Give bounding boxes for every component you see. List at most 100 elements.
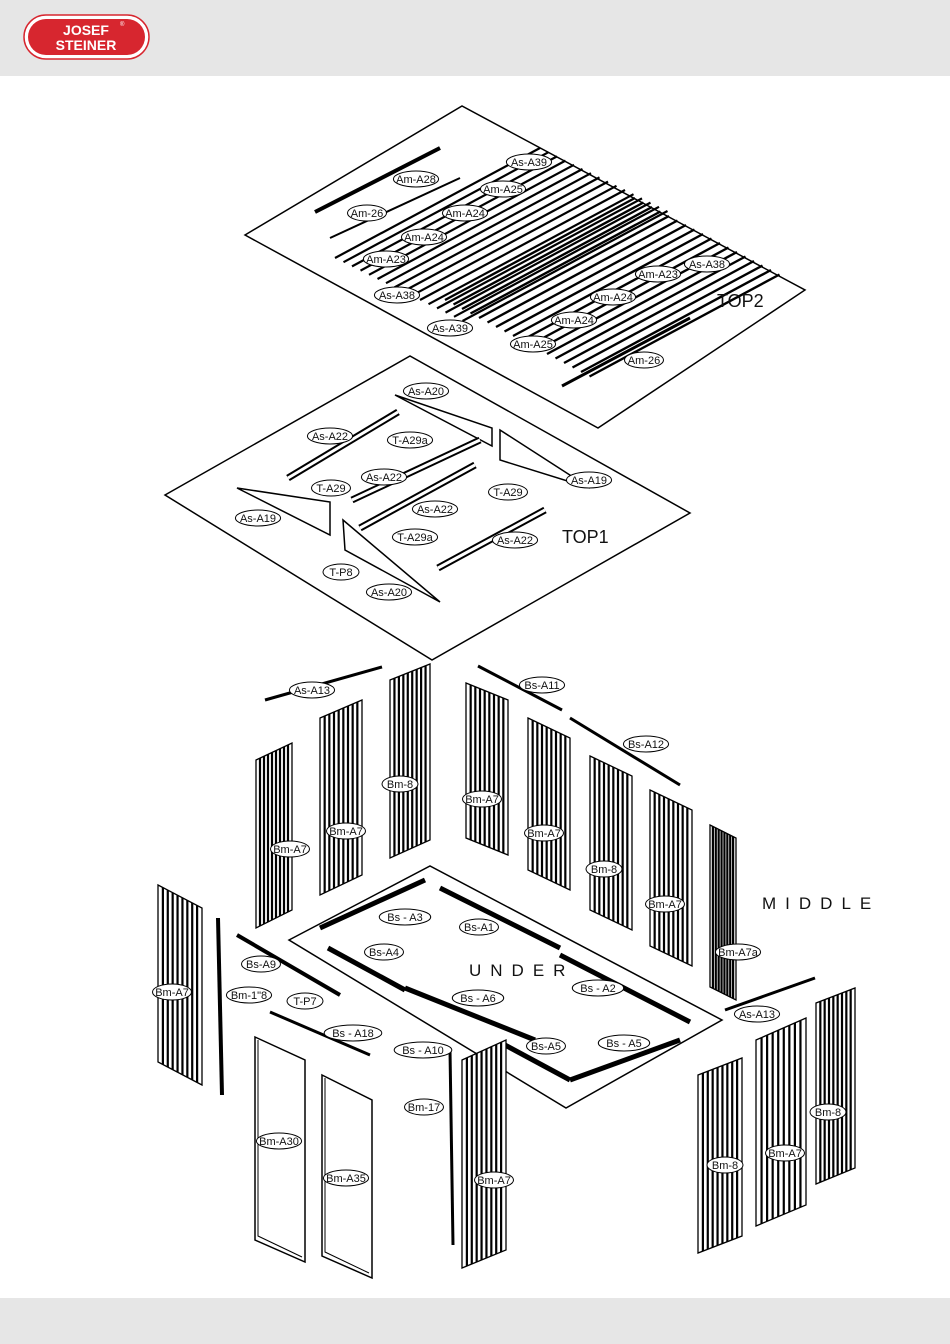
roof-slat-right xyxy=(580,268,772,374)
part-label-under: Bs - A18 xyxy=(323,1024,383,1042)
part-label-top2: Am-A23 xyxy=(634,265,682,283)
corner-post xyxy=(216,917,224,1096)
roof-slat-right xyxy=(571,264,764,369)
part-label-text: As-A20 xyxy=(408,386,444,398)
part-label-text: T-A29a xyxy=(392,435,428,447)
edge-bar xyxy=(329,177,461,239)
part-label-top2: Am-A24 xyxy=(550,311,598,329)
roof-slat-right xyxy=(512,232,704,338)
part-label-middle: Bm-8 xyxy=(381,775,419,793)
logo-reg: ® xyxy=(120,21,125,28)
part-label-text: Bm-A7 xyxy=(155,987,189,999)
part-label-under: Bs - A6 xyxy=(451,989,505,1007)
part-label-text: Bm-A7 xyxy=(329,826,363,838)
footer-bar xyxy=(0,1298,950,1344)
part-label-text: Am-A28 xyxy=(396,174,436,186)
wall-trim xyxy=(724,976,816,1012)
part-label-text: As-A38 xyxy=(689,259,725,271)
wall-panel xyxy=(527,716,571,892)
roof-slat-right xyxy=(469,210,662,315)
part-label-top1: T-A29a xyxy=(391,528,439,546)
part-label-text: T-A29 xyxy=(493,487,522,499)
part-label-text: Bm-17 xyxy=(408,1102,440,1114)
roof-slat-right xyxy=(486,219,679,324)
part-label-under: Bs - A10 xyxy=(393,1041,453,1059)
part-label-text: Am-A24 xyxy=(404,232,444,244)
part-label-text: As-A38 xyxy=(379,290,415,302)
part-label-middle: T-P7 xyxy=(286,992,324,1010)
part-label-text: Bm-A7 xyxy=(527,828,561,840)
part-label-text: Bs - A2 xyxy=(580,983,615,995)
part-label-text: T-P7 xyxy=(293,996,316,1008)
part-label-top1: As-A19 xyxy=(234,509,282,527)
part-label-text: T-A29a xyxy=(397,532,433,544)
part-label-top1: T-A29 xyxy=(311,479,351,497)
part-label-text: Bs - A5 xyxy=(606,1038,641,1050)
door-rail xyxy=(269,1010,371,1057)
part-label-text: As-A13 xyxy=(294,685,330,697)
part-label-text: As-A22 xyxy=(417,504,453,516)
roof-slat-left xyxy=(385,172,592,285)
ridge-bar xyxy=(314,146,441,214)
part-label-text: Bs - A6 xyxy=(460,993,495,1005)
roof-slat-left xyxy=(402,180,609,293)
part-label-top1: As-A22 xyxy=(411,500,459,518)
logo-line1: JOSEF xyxy=(63,22,109,38)
wall-panel xyxy=(465,682,509,856)
roof-slat-left xyxy=(393,176,601,289)
gable-top xyxy=(394,394,493,448)
part-label-middle: Bm-A30 xyxy=(255,1132,303,1150)
floor-rail xyxy=(326,945,407,993)
part-label-top2: Am-A24 xyxy=(589,288,637,306)
part-label-text: Am-A24 xyxy=(593,292,633,304)
part-label-under: Bs-A1 xyxy=(459,918,499,936)
roof-slat-right xyxy=(495,223,687,329)
part-label-top2: Am-A25 xyxy=(479,180,527,198)
top1-frame-parts xyxy=(236,394,591,603)
roof-slat-right xyxy=(563,259,755,365)
part-label-text: Am-A23 xyxy=(366,254,406,266)
part-label-under: Bs - A2 xyxy=(571,979,625,997)
part-label-top1: T-P8 xyxy=(322,563,360,581)
part-label-text: As-A22 xyxy=(312,431,348,443)
part-label-under: Bs-A5 xyxy=(526,1037,566,1055)
part-label-middle: Bm-A7 xyxy=(270,840,310,858)
part-label-middle: Bm-A7 xyxy=(326,822,366,840)
floor-rail xyxy=(318,877,427,931)
part-label-text: Bm-A7 xyxy=(477,1175,511,1187)
part-label-under: Bs-A4 xyxy=(364,943,404,961)
roof-slat-right xyxy=(588,273,781,378)
edge-bar xyxy=(561,316,691,388)
logo-line2: STEINER xyxy=(56,37,117,53)
part-label-top1: As-A22 xyxy=(491,531,539,549)
part-label-text: Bs-A12 xyxy=(628,739,664,751)
part-label-top2: Am-A25 xyxy=(509,335,557,353)
part-label-text: Bm-8 xyxy=(387,779,413,791)
part-label-text: Bm-A7a xyxy=(718,947,759,959)
part-label-top2: As-A38 xyxy=(373,286,421,304)
part-label-text: As-A19 xyxy=(571,475,607,487)
part-label-text: Am-26 xyxy=(351,208,383,220)
part-label-text: As-A22 xyxy=(366,472,402,484)
floor-rail xyxy=(558,952,692,1025)
roof-slat-right xyxy=(452,201,645,306)
part-label-text: T-P8 xyxy=(329,567,352,579)
part-label-middle: Bm-A7 xyxy=(765,1144,805,1162)
part-label-under: Bs - A5 xyxy=(597,1034,651,1052)
part-label-text: Bm-1"8 xyxy=(231,990,267,1002)
part-label-text: As-A13 xyxy=(739,1009,775,1021)
part-label-middle: Bm-A7a xyxy=(714,943,762,961)
middle-wall-parts xyxy=(157,663,856,1269)
part-label-middle: As-A13 xyxy=(288,681,336,699)
exploded-assembly-diagram: TOP2 TOP1 MIDDLE UNDER As-A39Am-A28Am-A2… xyxy=(152,105,871,1280)
part-label-middle: Bm-8 xyxy=(809,1103,847,1121)
section-top1: TOP1 xyxy=(562,527,609,547)
part-label-middle: Bm-A35 xyxy=(322,1169,370,1187)
part-label-text: Bs-A9 xyxy=(246,959,276,971)
gable-right xyxy=(499,428,591,489)
top1-panel xyxy=(163,355,692,661)
roof-slat-left xyxy=(427,193,635,306)
wall-trim xyxy=(477,664,563,712)
part-label-top1: As-A20 xyxy=(402,382,450,400)
part-label-middle: As-A13 xyxy=(733,1005,781,1023)
